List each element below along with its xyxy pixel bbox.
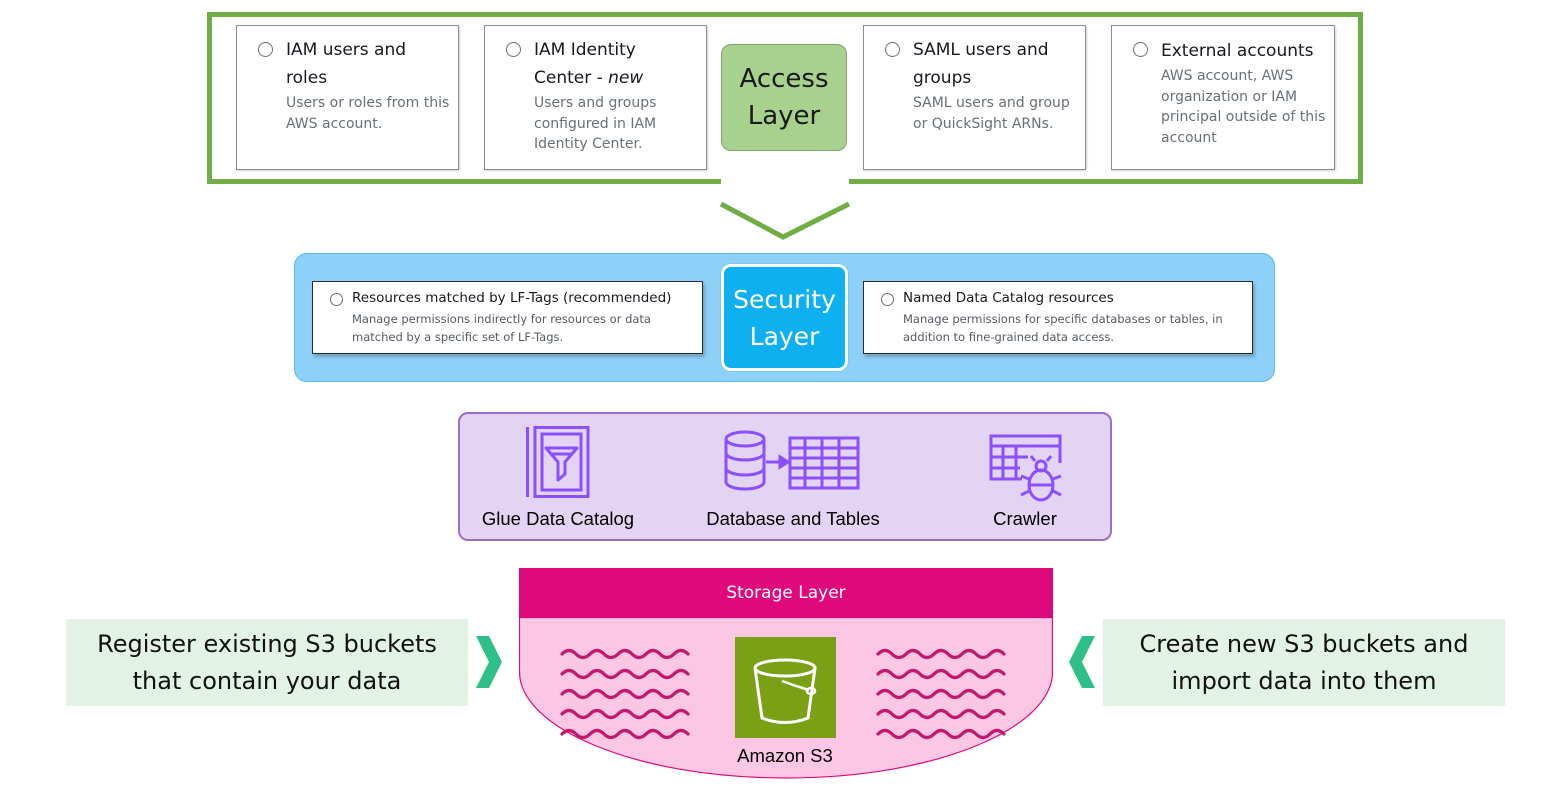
- storage-layer-header: Storage Layer: [519, 568, 1053, 618]
- note-line: that contain your data: [132, 666, 402, 695]
- catalog-item-label: Glue Data Catalog: [481, 508, 635, 529]
- note-line: import data into them: [1171, 666, 1437, 695]
- option-description: SAML users and group or QuickSight ARNs.: [913, 95, 1070, 132]
- glue-data-catalog-icon: [525, 426, 591, 498]
- s3-bucket-icon: [735, 637, 836, 738]
- s3-label: Amazon S3: [737, 745, 833, 766]
- radio-button[interactable]: [258, 42, 273, 57]
- database-tables-icon: [721, 430, 861, 492]
- option-named-data-catalog[interactable]: Named Data Catalog resources Manage perm…: [863, 281, 1253, 354]
- option-title: IAM users and roles: [286, 40, 407, 88]
- radio-button[interactable]: [881, 293, 894, 306]
- option-lf-tags[interactable]: Resources matched by LF-Tags (recommende…: [312, 281, 703, 354]
- badge-line: Layer: [747, 100, 821, 131]
- radio-button[interactable]: [1133, 42, 1148, 57]
- option-description: AWS account, AWS organization or IAM pri…: [1161, 68, 1326, 146]
- chevron-left-icon: [1069, 636, 1095, 688]
- badge-line: Security: [733, 284, 836, 314]
- option-description: Users or roles from this AWS account.: [286, 95, 450, 132]
- register-buckets-note: Register existing S3 buckets that contain…: [66, 619, 468, 706]
- note-line: Register existing S3 buckets: [97, 629, 437, 658]
- create-buckets-note: Create new S3 buckets and import data int…: [1103, 619, 1505, 706]
- option-description: Manage permissions for specific database…: [903, 312, 1223, 344]
- chevron-right-icon: [476, 636, 502, 688]
- option-iam-identity-center[interactable]: IAM Identity Center - new Users and grou…: [484, 25, 707, 170]
- new-tag: new: [608, 68, 644, 88]
- option-description: Manage permissions indirectly for resour…: [352, 312, 651, 344]
- radio-button[interactable]: [506, 42, 521, 57]
- option-iam-users-roles[interactable]: IAM users and roles Users or roles from …: [236, 25, 459, 170]
- option-title: External accounts: [1161, 41, 1314, 61]
- radio-button[interactable]: [885, 42, 900, 57]
- option-saml-users-groups[interactable]: SAML users and groups SAML users and gro…: [863, 25, 1086, 170]
- catalog-item-label: Database and Tables: [706, 508, 880, 529]
- option-external-accounts[interactable]: External accounts AWS account, AWS organ…: [1111, 25, 1335, 170]
- option-title: SAML users and groups: [913, 40, 1049, 88]
- catalog-item-label: Crawler: [993, 508, 1057, 529]
- badge-line: Access: [739, 63, 829, 94]
- crawler-icon: [988, 433, 1064, 505]
- option-title: IAM Identity Center - new: [534, 36, 696, 92]
- note-line: Create new S3 buckets and: [1139, 629, 1469, 658]
- option-title-main: IAM Identity Center -: [534, 40, 636, 88]
- badge-line: Layer: [749, 321, 820, 351]
- down-arrow-icon: [719, 179, 851, 240]
- option-title: Resources matched by LF-Tags (recommende…: [352, 290, 672, 306]
- radio-button[interactable]: [330, 293, 343, 306]
- option-description: Users and groups configured in IAM Ident…: [534, 95, 657, 152]
- option-title: Named Data Catalog resources: [903, 290, 1114, 306]
